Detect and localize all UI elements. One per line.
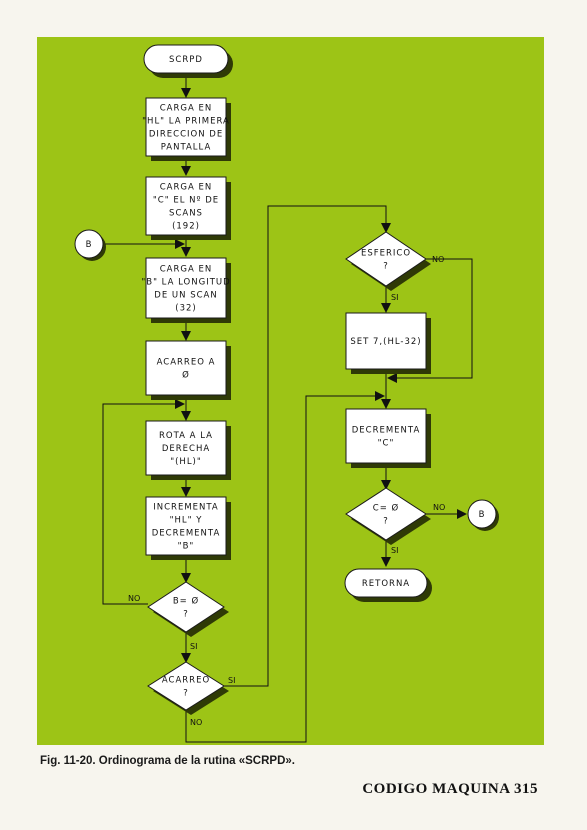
edge-esferico-no	[387, 258, 473, 383]
node-text-line: ?	[383, 262, 389, 272]
node-shape	[345, 312, 427, 370]
node-carry: ACARREO A Ø	[145, 340, 231, 400]
node-connector-b-in: B	[74, 229, 106, 261]
node-set7: SET 7,(HL-32)	[345, 312, 431, 374]
node-shape	[345, 408, 427, 464]
node-text-line: B	[479, 510, 486, 520]
node-text-line: B= Ø	[173, 596, 199, 607]
edge-b-zero-no-loop	[102, 399, 185, 605]
node-text-line: "B" LA LONGITUD	[141, 278, 230, 288]
node-load-hl: CARGA EN "HL" LA PRIMERA DIRECCION DE PANTA…	[142, 97, 231, 161]
node-text-line: "B"	[178, 542, 195, 552]
label-c-zero-si: SI	[391, 546, 398, 555]
node-text-line: RETORNA	[362, 579, 410, 589]
node-text-line: C= Ø	[373, 503, 399, 514]
node-shape	[145, 340, 227, 396]
node-text-line: SCRPD	[169, 55, 203, 65]
node-b-zero: B= Ø?	[147, 581, 229, 637]
edge-labels: NO SI SI NO NO SI NO SI	[128, 255, 445, 727]
node-shape	[145, 97, 227, 157]
label-acarreo-no: NO	[190, 718, 202, 727]
node-shape	[145, 257, 227, 319]
node-text-line: CARGA EN	[160, 183, 213, 193]
node-text-line: ?	[183, 610, 189, 620]
node-esferico: ESFERICO?	[345, 231, 431, 291]
node-load-c: CARGA EN "C" EL Nº DE SCANS (192)	[145, 176, 231, 240]
label-acarreo-si: SI	[228, 676, 235, 685]
node-text-line: "HL" LA PRIMERA	[142, 117, 230, 127]
node-text-line: (192)	[172, 222, 200, 232]
node-text-line: ACARREO	[162, 676, 210, 686]
edge-acarreo-no	[185, 391, 385, 743]
node-dec-c: DECREMENTA "C"	[345, 408, 431, 468]
node-shape	[143, 44, 229, 74]
node-acarreo-q: ACARREO?	[147, 661, 229, 715]
edges	[102, 73, 473, 743]
node-text-line: ACARREO A	[157, 358, 216, 368]
node-text-line: DECREMENTA	[352, 426, 421, 436]
node-shape	[145, 176, 227, 236]
node-shape	[74, 229, 104, 259]
node-load-b: CARGA EN "B" LA LONGITUD DE UN SCAN (32)	[141, 257, 231, 323]
node-inc-dec: INCREMENTA "HL" Y DECREMENTA "B"	[145, 496, 231, 560]
node-shape	[467, 499, 497, 529]
node-rotate: ROTA A LA DERECHA "(HL)"	[145, 420, 231, 480]
node-shape	[147, 581, 225, 633]
node-retorna: RETORNA	[344, 568, 432, 602]
node-text-line: PANTALLA	[161, 143, 212, 153]
node-text-line: CARGA EN	[160, 265, 213, 275]
node-text-line: ?	[183, 689, 189, 699]
node-shape	[145, 496, 227, 556]
node-text-line: "C" EL Nº DE	[153, 196, 219, 206]
node-text-line: Ø	[182, 370, 190, 381]
node-text-line: "C"	[378, 439, 395, 449]
node-text-line: CARGA EN	[160, 104, 213, 114]
node-text-line: ROTA A LA	[159, 431, 213, 441]
node-text-line: SET 7,(HL-32)	[350, 337, 421, 347]
label-esferico-si: SI	[391, 293, 398, 302]
nodes: SCRPD CARGA EN "HL" LA PRIMERA DIRECCION DE…	[74, 44, 499, 715]
node-text-line: "HL" Y	[170, 516, 203, 526]
node-text-line: ?	[383, 517, 389, 527]
node-shape	[345, 231, 427, 287]
node-text-line: ESFERICO	[361, 249, 411, 259]
node-text-line: INCREMENTA	[153, 503, 219, 513]
node-text-line: (32)	[175, 304, 196, 314]
node-text-line: B	[86, 240, 93, 250]
node-shape	[345, 487, 427, 541]
node-shape	[145, 420, 227, 476]
node-c-zero: C= Ø?	[345, 487, 431, 545]
node-text-line: DE UN SCAN	[154, 291, 217, 301]
node-connector-b-out: B	[467, 499, 499, 531]
node-text-line: SCANS	[169, 209, 203, 219]
diagram-panel	[37, 37, 544, 745]
label-c-zero-no: NO	[433, 503, 445, 512]
node-text-line: DECREMENTA	[152, 529, 221, 539]
label-esferico-no: NO	[432, 255, 444, 264]
node-text-line: "(HL)"	[170, 457, 202, 467]
node-text-line: DIRECCION DE	[149, 130, 223, 140]
node-text-line: DERECHA	[162, 444, 210, 454]
page-footer: CODIGO MAQUINA 315	[362, 781, 538, 797]
node-start: SCRPD	[143, 44, 233, 78]
figure-caption: Fig. 11-20. Ordinograma de la rutina «SC…	[40, 755, 295, 767]
node-shape	[344, 568, 428, 598]
node-shape	[147, 661, 225, 711]
label-b-zero-si: SI	[190, 642, 197, 651]
edge-acarreo-si	[224, 205, 391, 687]
label-b-zero-no: NO	[128, 594, 140, 603]
